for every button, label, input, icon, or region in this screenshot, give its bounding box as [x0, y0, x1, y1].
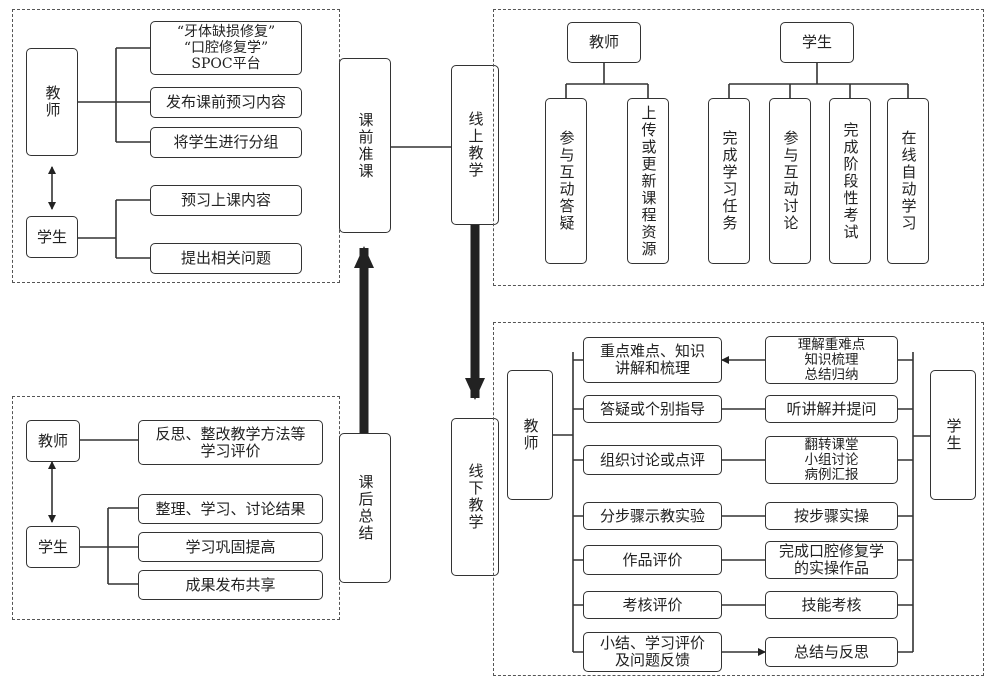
- post-student-box: 学生: [26, 526, 80, 568]
- offline-teacher-row-6: 考核评价: [583, 591, 722, 619]
- post-teacher-task-1: 反思、整改教学方法等 学习评价: [138, 420, 323, 465]
- offline-teacher-row-4: 分步骤示教实验: [583, 502, 722, 530]
- post-class-stage: 课后总结: [339, 433, 391, 583]
- offline-panel: [493, 322, 984, 676]
- online-student-task-3: 完成阶段性考试: [829, 98, 871, 264]
- offline-student-row-7: 总结与反思: [765, 637, 898, 667]
- post-student-task-3: 成果发布共享: [138, 570, 323, 600]
- post-teacher-box: 教师: [26, 420, 80, 462]
- offline-student-box: 学生: [930, 370, 976, 500]
- online-teacher-task-1: 参与互动答疑: [545, 98, 587, 264]
- offline-student-row-5: 完成口腔修复学 的实操作品: [765, 541, 898, 579]
- offline-teacher-row-1: 重点难点、知识 讲解和梳理: [583, 337, 722, 383]
- offline-teacher-row-7: 小结、学习评价 及问题反馈: [583, 632, 722, 672]
- online-student-task-2: 参与互动讨论: [769, 98, 811, 264]
- offline-teacher-box: 教师: [507, 370, 553, 500]
- online-student-box: 学生: [780, 22, 854, 63]
- offline-stage: 线下教学: [451, 418, 499, 576]
- offline-student-row-4: 按步骤实操: [765, 502, 898, 530]
- pre-teacher-box: 教师: [26, 48, 78, 156]
- offline-teacher-row-2: 答疑或个别指导: [583, 395, 722, 423]
- pre-teacher-task-3: 将学生进行分组: [150, 127, 302, 158]
- pre-student-task-2: 提出相关问题: [150, 243, 302, 274]
- offline-student-row-6: 技能考核: [765, 591, 898, 619]
- offline-student-row-2: 听讲解并提问: [765, 395, 898, 423]
- offline-teacher-row-5: 作品评价: [583, 545, 722, 575]
- online-teacher-box: 教师: [567, 22, 641, 63]
- offline-student-row-1: 理解重难点 知识梳理 总结归纳: [765, 336, 898, 384]
- pre-student-task-1: 预习上课内容: [150, 185, 302, 216]
- online-student-task-4: 在线自动学习: [887, 98, 929, 264]
- pre-teacher-task-1: “牙体缺损修复” “口腔修复学” SPOC平台: [150, 21, 302, 75]
- online-stage: 线上教学: [451, 65, 499, 225]
- pre-student-box: 学生: [26, 216, 78, 258]
- post-student-task-2: 学习巩固提高: [138, 532, 323, 562]
- pre-class-stage: 课前准课: [339, 58, 391, 233]
- offline-teacher-row-3: 组织讨论或点评: [583, 445, 722, 475]
- online-student-task-1: 完成学习任务: [708, 98, 750, 264]
- online-panel: [493, 9, 984, 286]
- post-student-task-1: 整理、学习、讨论结果: [138, 494, 323, 524]
- pre-teacher-task-2: 发布课前预习内容: [150, 87, 302, 118]
- offline-student-row-3: 翻转课堂 小组讨论 病例汇报: [765, 436, 898, 484]
- online-teacher-task-2: 上传或更新课程资源: [627, 98, 669, 264]
